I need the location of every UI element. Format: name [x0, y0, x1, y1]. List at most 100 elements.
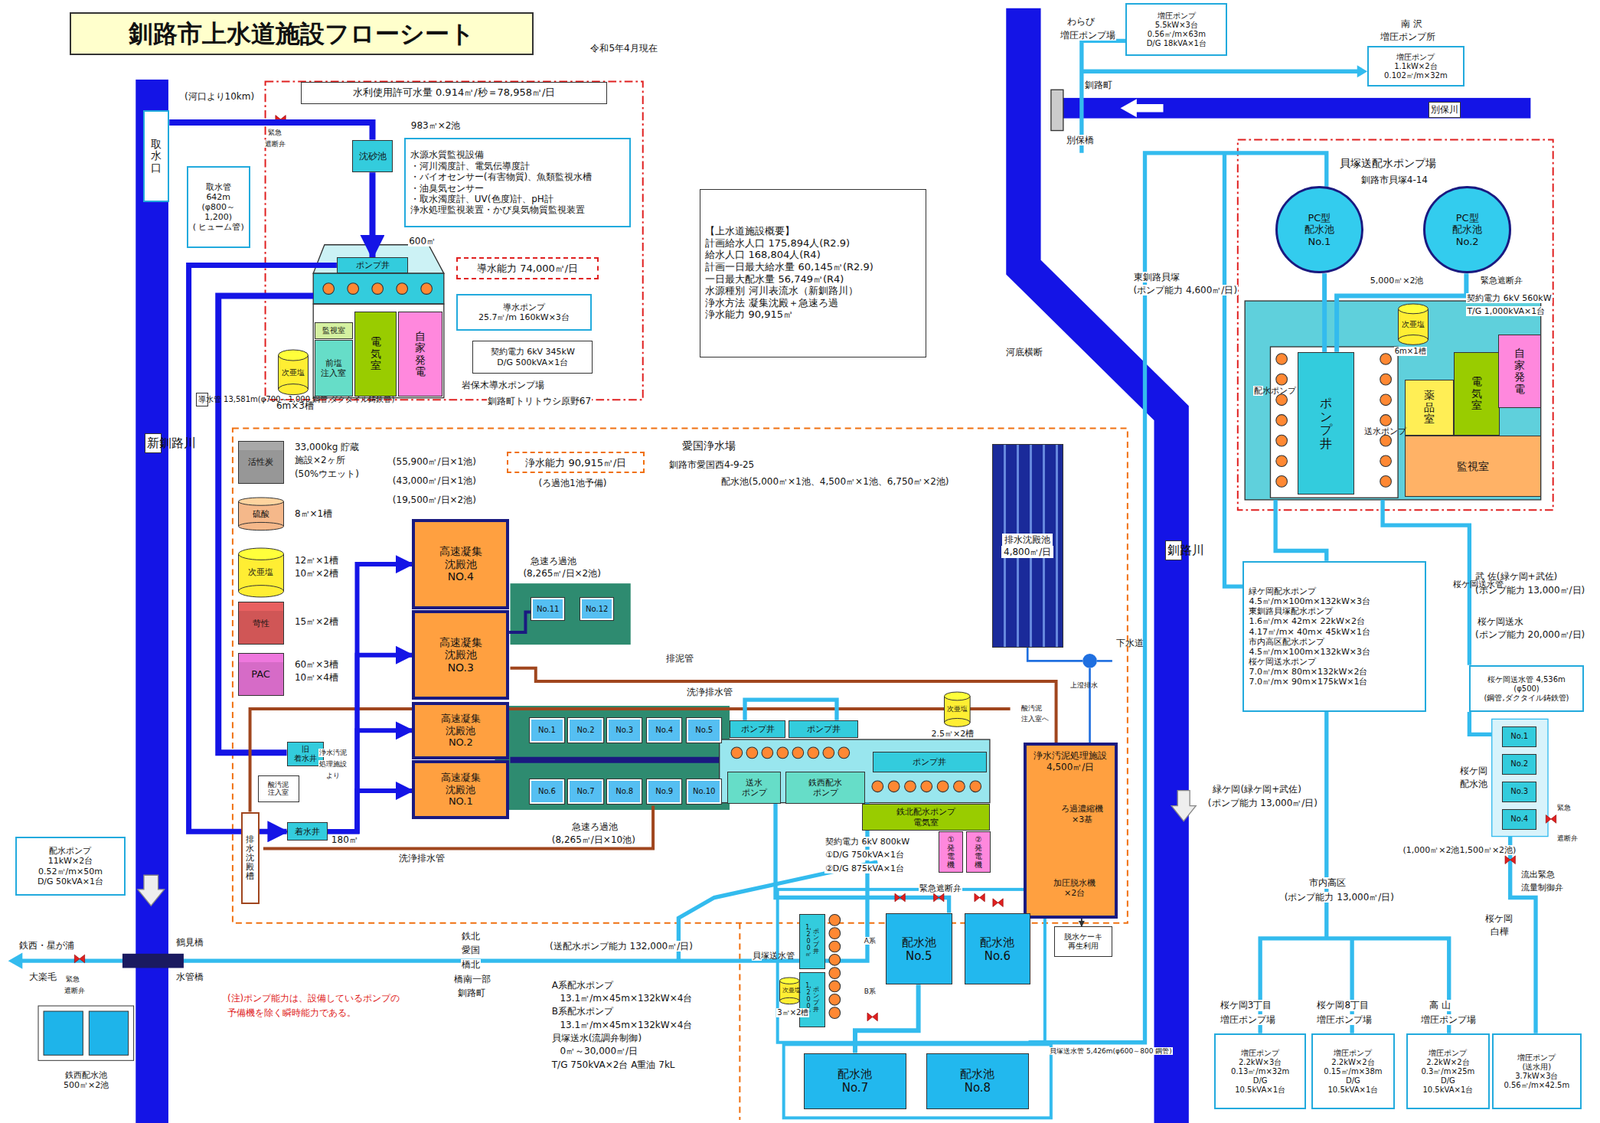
drain-pipe	[1088, 668, 1091, 743]
note-text: 水管橋	[175, 971, 205, 983]
box-label: 10.5kVA×1台	[1328, 1085, 1379, 1095]
facility-box: PC型配水池No.1	[1275, 186, 1364, 275]
box-label: No.12	[585, 604, 608, 614]
note-text: 注入室へ	[1020, 715, 1050, 724]
box-label: 配水池	[901, 935, 937, 950]
note-text: 12㎥×1槽	[293, 555, 340, 566]
note-text: 桜ケ岡8丁目	[1315, 999, 1370, 1011]
box-label: 桜ケ岡送水管 4,536m	[1487, 675, 1566, 685]
facility-box: No.3	[1502, 781, 1537, 803]
tank-base	[780, 997, 800, 1004]
note-text: 増圧ポンプ場	[1219, 1014, 1277, 1026]
box-label: 増圧ポンプ	[1396, 52, 1435, 63]
box-label: 4.5㎥/m×100m×132kW×3台	[1248, 646, 1371, 657]
box-label: ( ヒューム管)	[192, 222, 245, 232]
note-text: わらび	[1066, 16, 1096, 27]
pump-symbol	[1276, 353, 1288, 366]
box-label: No.2	[1510, 759, 1529, 769]
box-label: NO.2	[448, 736, 474, 749]
box-label: 計画給水人口 175,894人(R2.9)	[705, 237, 850, 250]
box-label: ポンプ	[741, 787, 768, 798]
tank-side	[283, 553, 285, 592]
tank-side	[943, 695, 945, 722]
box-label: 1.1kW×2台	[1394, 62, 1437, 72]
box-label: 排水沈殿槽	[245, 835, 255, 882]
reservoir-area	[1492, 718, 1548, 836]
box-label: No.5	[695, 725, 713, 735]
pump-symbol	[829, 914, 841, 927]
pump-symbol	[347, 283, 360, 295]
note-text: (1,000㎥×2池1,500㎥×2池)	[1401, 845, 1517, 856]
pump-symbol	[829, 993, 841, 1006]
facility-box: 沈砂池	[352, 140, 393, 174]
box-label: 642m	[205, 192, 231, 203]
facility-box: 配水池No.8	[926, 1053, 1029, 1110]
valve-symbol	[992, 898, 1003, 908]
pump-symbol	[920, 780, 933, 793]
note-text: 貝塚送水管 5,426m(φ600～800 鋼管)	[1048, 1047, 1173, 1056]
box-label: 高速凝集	[440, 771, 481, 784]
box-label: No.3	[1510, 786, 1529, 797]
distribution-pipe	[1081, 69, 1362, 74]
pump-symbol	[822, 747, 835, 759]
pump-symbol	[777, 747, 789, 759]
facility-box: 脱水ケーキ再生利用	[1054, 926, 1113, 957]
facility-box: No.12	[580, 597, 614, 621]
tank-side	[238, 502, 239, 527]
facility-box: ポンプ井	[729, 720, 786, 738]
facility-box: 次亜塩	[943, 692, 971, 727]
pipe-connector	[327, 655, 413, 833]
note-text: (ポンプ能力 13,000㎥/日)	[1474, 584, 1586, 596]
box-label: 給水人口 168,804人(R4)	[705, 248, 820, 262]
box-label: 薬品室	[1423, 389, 1435, 425]
sludge-pipe	[509, 668, 1056, 743]
facility-box: 活性炭	[238, 440, 285, 484]
note-text: 浄水汚泥	[318, 748, 348, 758]
box-label: 再生利用	[1067, 941, 1099, 951]
note-text: 予備機を除く瞬時能力である。	[226, 1007, 357, 1019]
flow-arrow	[1120, 98, 1164, 118]
pump-symbol	[372, 283, 384, 295]
box-label: 鉄西配水池	[65, 1070, 108, 1081]
box-label: 浄水方法 凝集沈殿＋急速ろ過	[705, 297, 838, 310]
facility-box: 取水管642m(φ800～1,200)( ヒューム管)	[186, 166, 251, 249]
facility-box: 高速凝集沈殿池NO.4	[411, 519, 510, 609]
pump-symbol	[1380, 455, 1392, 467]
facility-box: 鉄北配水ポンプ電気室	[862, 803, 990, 831]
note-text: (注)ポンプ能力は、設備しているポンプの	[226, 992, 401, 1004]
note-text: 遮断弁	[1556, 834, 1579, 843]
box-label: 3.7kW×3台	[1515, 1071, 1558, 1081]
tank-side	[307, 355, 309, 390]
note-text: 導水管 13,581m(φ700～1,000 鋼管,ダクタイル鋳鉄管)	[195, 392, 209, 407]
note-text: 契約電力 6kV 800kW	[824, 836, 911, 847]
box-label: 0.13㎥/m×32m	[1231, 1067, 1290, 1077]
facility-box: 薬品室	[1404, 379, 1454, 436]
box-label: 2.2kW×2台	[1426, 1057, 1470, 1068]
box-label: 自家発電	[414, 330, 426, 379]
note-text: 流出緊急	[1520, 869, 1556, 880]
box-label: 一日最大配水量 56,749㎥(R4)	[705, 273, 844, 286]
sludge-pipe	[250, 708, 1011, 813]
box-label: 次亜塩	[782, 986, 801, 995]
reservoir-outline	[38, 1005, 134, 1061]
box-label: 【上水道施設概要】	[705, 225, 795, 238]
box-label: 契約電力 6kV 345kW	[490, 346, 575, 357]
facility-box: 監視室	[1404, 435, 1541, 497]
note-text: 10㎥×4槽	[293, 672, 340, 683]
box-label: No.7	[842, 1080, 869, 1095]
note-text: 武 佐(緑ケ岡+武佐)	[1474, 571, 1558, 582]
box-label: 4.5㎥/m×100m×132kW×3台	[1248, 596, 1371, 607]
box-label: 加圧脱水機	[1053, 878, 1096, 889]
facility-box: 高速凝集沈殿池NO.2	[411, 702, 510, 760]
note-text: 緊急遮断弁	[1479, 275, 1524, 286]
note-text: 高 山	[1428, 999, 1452, 1011]
pipe-connector	[369, 172, 376, 258]
facility-box: 排水沈殿池4,800㎥/日	[992, 444, 1064, 649]
pump-station	[1244, 300, 1542, 500]
box-label: D/G	[1253, 1076, 1268, 1086]
note-text: 遮断弁	[264, 140, 287, 149]
box-label: D/G 500kVA×1台	[496, 357, 569, 368]
facility-box: No.11	[531, 597, 565, 621]
facility-box: ろ過濃縮機×3基	[1048, 793, 1116, 835]
facility-box: No.3	[607, 718, 642, 743]
